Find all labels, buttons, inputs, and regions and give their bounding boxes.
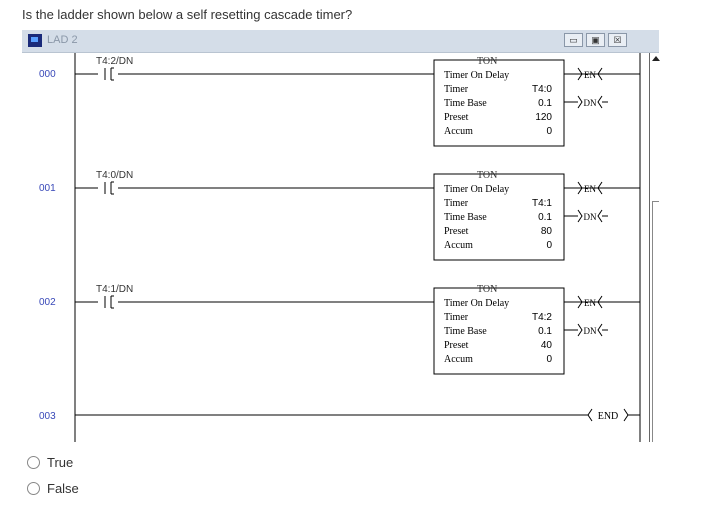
- time-base-value: 0.1: [538, 212, 552, 223]
- xic-contact[interactable]: [98, 181, 118, 195]
- preset-label: Preset: [444, 226, 469, 237]
- ton-mnemonic: TON: [477, 56, 497, 67]
- time-base-label: Time Base: [444, 326, 487, 337]
- preset-label: Preset: [444, 340, 469, 351]
- preset-value: 40: [541, 340, 553, 351]
- answer-option-true[interactable]: True: [27, 449, 79, 475]
- window-title: LAD 2: [47, 34, 78, 46]
- ton-mnemonic: TON: [477, 284, 497, 295]
- scroll-thumb[interactable]: [652, 201, 659, 442]
- dn-bit: DN: [584, 326, 597, 336]
- contact-address: T4:0/DN: [96, 170, 133, 181]
- accum-label: Accum: [444, 354, 473, 365]
- accum-value: 0: [546, 240, 552, 251]
- app-icon: [28, 34, 42, 47]
- time-base-label: Time Base: [444, 98, 487, 109]
- ton-block[interactable]: [433, 59, 565, 147]
- ladder-window: LAD 2 ▭ ▣ ☒ 000 001 002 003: [22, 30, 660, 442]
- rung-002: T4:1/DN TON Timer On Delay Timer T4:2 Ti…: [75, 284, 640, 375]
- en-bit: EN: [584, 184, 596, 194]
- ton-block[interactable]: [433, 287, 565, 375]
- xic-contact[interactable]: [98, 67, 118, 81]
- rung-number: 001: [39, 183, 56, 194]
- ton-description: Timer On Delay: [444, 298, 509, 309]
- ladder-diagram: T4:2/DN TON Timer On Delay Timer T4:0 Ti…: [74, 53, 641, 442]
- contact-address: T4:2/DN: [96, 56, 133, 67]
- answer-options: True False: [27, 449, 79, 501]
- time-base-value: 0.1: [538, 326, 552, 337]
- rung-003: END: [75, 408, 640, 422]
- radio-button[interactable]: [27, 455, 40, 469]
- rung-001: T4:0/DN TON Timer On Delay Timer T4:1 Ti…: [75, 170, 640, 261]
- rung-number: 003: [39, 411, 56, 422]
- preset-label: Preset: [444, 112, 469, 123]
- time-base-label: Time Base: [444, 212, 487, 223]
- maximize-button[interactable]: ▣: [586, 33, 605, 47]
- timer-address: T4:0: [532, 84, 552, 95]
- preset-value: 80: [541, 226, 553, 237]
- en-bit: EN: [584, 70, 596, 80]
- end-instruction: END: [598, 411, 619, 422]
- accum-value: 0: [546, 354, 552, 365]
- dn-bit: DN: [584, 212, 597, 222]
- timer-label: Timer: [444, 198, 469, 209]
- accum-value: 0: [546, 126, 552, 137]
- xic-contact[interactable]: [98, 295, 118, 309]
- dn-bit: DN: [584, 98, 597, 108]
- timer-label: Timer: [444, 84, 469, 95]
- question-text: Is the ladder shown below a self resetti…: [22, 7, 353, 22]
- answer-label: True: [47, 454, 74, 470]
- ton-mnemonic: TON: [477, 170, 497, 181]
- vertical-scrollbar[interactable]: [649, 53, 660, 442]
- timer-address: T4:2: [532, 312, 552, 323]
- ton-description: Timer On Delay: [444, 184, 509, 195]
- contact-address: T4:1/DN: [96, 284, 133, 295]
- preset-value: 120: [535, 112, 552, 123]
- answer-label: False: [47, 480, 79, 496]
- ton-description: Timer On Delay: [444, 70, 509, 81]
- rung-number: 000: [39, 69, 56, 80]
- accum-label: Accum: [444, 240, 473, 251]
- ton-block[interactable]: [433, 173, 565, 261]
- rung-000: T4:2/DN TON Timer On Delay Timer T4:0 Ti…: [75, 56, 640, 147]
- radio-button[interactable]: [27, 481, 40, 495]
- close-button[interactable]: ☒: [608, 33, 627, 47]
- minimize-button[interactable]: ▭: [564, 33, 583, 47]
- timer-address: T4:1: [532, 198, 552, 209]
- time-base-value: 0.1: [538, 98, 552, 109]
- timer-label: Timer: [444, 312, 469, 323]
- rung-number: 002: [39, 297, 56, 308]
- answer-option-false[interactable]: False: [27, 475, 79, 501]
- en-bit: EN: [584, 298, 596, 308]
- scroll-up-arrow-icon[interactable]: [652, 56, 660, 61]
- ladder-content: 000 001 002 003 T4:2/DN TON: [22, 53, 659, 442]
- accum-label: Accum: [444, 126, 473, 137]
- window-titlebar: LAD 2 ▭ ▣ ☒: [22, 30, 659, 53]
